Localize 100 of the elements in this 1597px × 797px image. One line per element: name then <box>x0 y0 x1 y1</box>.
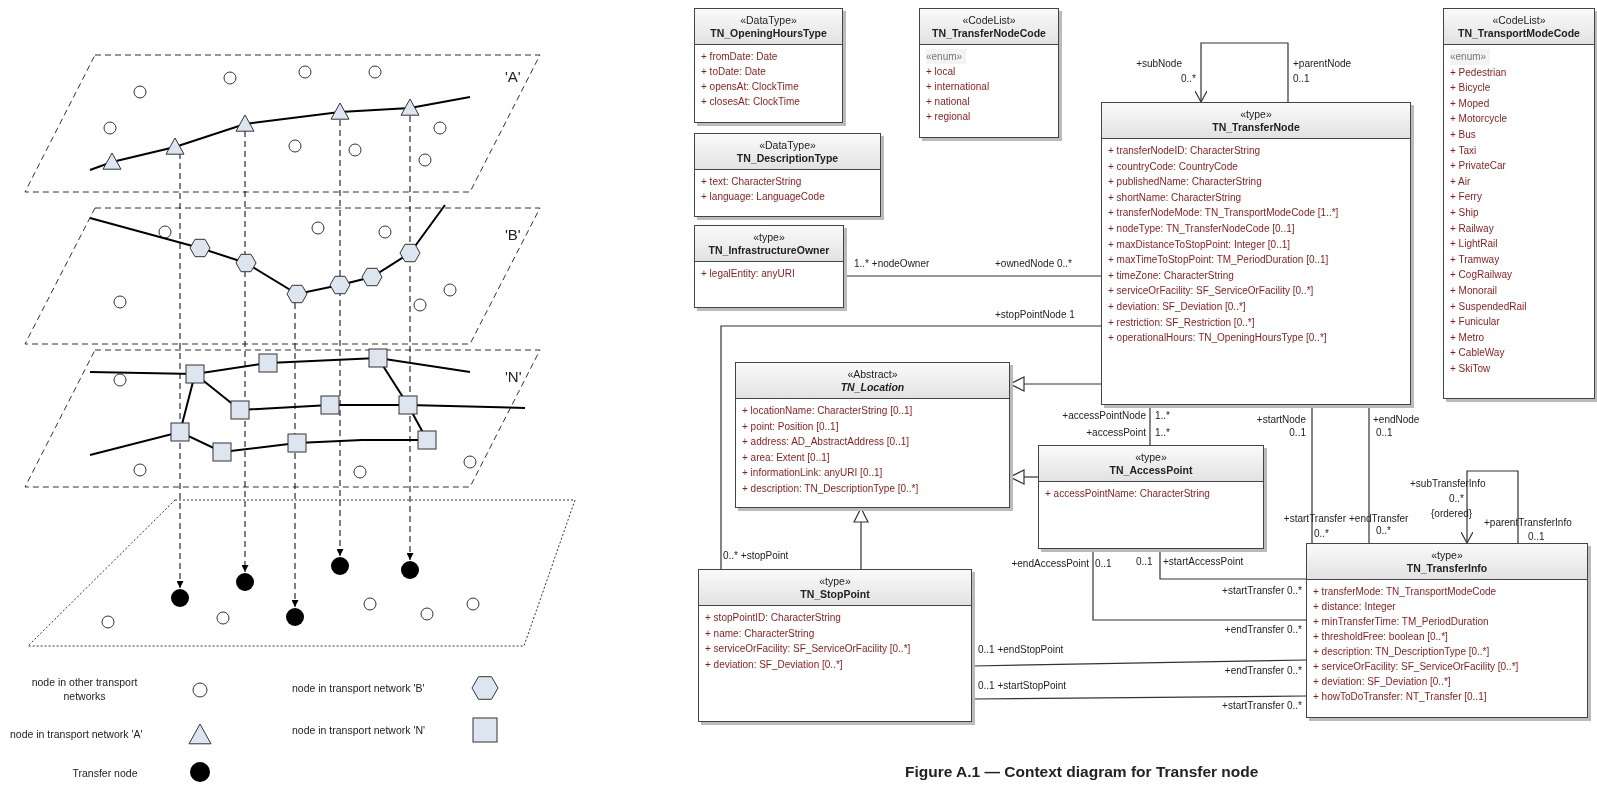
attribute-text: + Ferry <box>1450 190 1482 205</box>
attribute-text: + address: AD_AbstractAddress [0..1] <box>742 435 910 449</box>
class-name: TN_InfrastructureOwner <box>707 244 831 257</box>
role-label: +startTransfer 0..* <box>1222 585 1302 597</box>
role-label: {ordered} <box>1431 508 1473 520</box>
class-box <box>735 362 1010 508</box>
attribute-text: + regional <box>926 110 971 124</box>
class-name: TN_OpeningHoursType <box>709 27 828 40</box>
stereotype-label: «Abstract» <box>846 368 899 381</box>
role-label: +startAccessPoint <box>1163 556 1244 568</box>
role-label: +subTransferInfo <box>1410 478 1486 490</box>
class-box <box>694 8 843 123</box>
role-label: 0..1 <box>1136 556 1153 568</box>
layer-label: 'A' <box>505 68 521 85</box>
attribute-text: + informationLink: anyURI [0..1] <box>742 466 883 480</box>
attribute-text: + deviation: SF_Deviation [0..*] <box>1313 675 1451 689</box>
legend-text: node in transport network 'N' <box>292 723 426 737</box>
attribute-text: + serviceOrFacility: SF_ServiceOrFacility [0..*] <box>1313 660 1519 674</box>
association-arrow <box>1460 470 1519 544</box>
attribute-text: + Bus <box>1450 127 1476 142</box>
attribute-text: + Moped <box>1450 96 1490 111</box>
enum-label: «enum» <box>1450 49 1491 65</box>
class-name: TN_Location <box>839 381 906 394</box>
class-box <box>919 8 1059 138</box>
role-label: 0..* <box>1314 528 1329 540</box>
class-box <box>694 225 844 308</box>
attribute-text: + howToDoTransfer: NT_Transfer [0..1] <box>1313 690 1487 704</box>
role-label: 1..* <box>1155 410 1170 422</box>
attribute-text: + deviation: SF_Deviation [0..*] <box>705 657 843 672</box>
role-label: +startTransfer 0..* <box>1222 700 1302 712</box>
attribute-text: + Motorcycle <box>1450 112 1507 127</box>
attribute-text: + maxTimeToStopPoint: TM_PeriodDuration [0..1] <box>1108 253 1329 268</box>
attribute-text: + deviation: SF_Deviation [0..*] <box>1108 299 1246 314</box>
attribute-text: + Ship <box>1450 205 1479 220</box>
attribute-text: + transferNodeID: CharacterString <box>1108 144 1260 158</box>
attribute-text: + PrivateCar <box>1450 159 1506 174</box>
stereotype-label: «type» <box>1134 451 1168 464</box>
attribute-text: + Railway <box>1450 221 1494 236</box>
enum-label: «enum» <box>926 49 967 64</box>
role-label: 0..1 <box>1293 73 1310 85</box>
attribute-text: + toDate: Date <box>701 65 766 79</box>
attribute-text: + countryCode: CountryCode <box>1108 159 1238 174</box>
class-box <box>1306 543 1588 718</box>
attribute-text: + serviceOrFacility: SF_ServiceOrFacility [0..*] <box>1108 284 1314 299</box>
stereotype-label: «type» <box>818 575 852 588</box>
attribute-text: + timeZone: CharacterString <box>1108 268 1234 283</box>
attribute-text: + transferMode: TN_TransportModeCode <box>1313 585 1497 599</box>
attribute-text: + Taxi <box>1450 143 1477 158</box>
legend-text: node in other transport networks <box>30 675 139 703</box>
legend-text: node in transport network 'B' <box>292 681 426 695</box>
class-name: TN_AccessPoint <box>1108 464 1194 477</box>
attribute-text: + fromDate: Date <box>701 50 778 64</box>
attribute-text: + SuspendedRail <box>1450 299 1527 314</box>
attribute-text: + Air <box>1450 174 1471 189</box>
role-label: 0..* <box>1376 525 1391 537</box>
class-name: TN_DescriptionType <box>735 152 840 165</box>
attribute-text: + stopPointID: CharacterString <box>705 611 841 625</box>
stereotype-label: «DataType» <box>739 14 798 27</box>
attribute-text: + SkiTow <box>1450 361 1491 376</box>
class-name: TN_TransferNode <box>1211 121 1301 134</box>
role-label: +ownedNode 0..* <box>995 258 1072 270</box>
role-label: +endTransfer <box>1349 513 1409 525</box>
attribute-text: + locationName: CharacterString [0..1] <box>742 404 913 418</box>
role-label: +accessPoint <box>1086 427 1146 439</box>
layer-label: 'B' <box>505 226 521 243</box>
attribute-text: + nodeType: TN_TransferNodeCode [0..1] <box>1108 221 1295 236</box>
association-arrow <box>1194 42 1289 103</box>
attribute-text: + Funicular <box>1450 315 1500 330</box>
stereotype-label: «CodeList» <box>1491 14 1547 27</box>
role-label: 1..* +nodeOwner <box>854 258 930 270</box>
attribute-text: + legalEntity: anyURI <box>701 267 795 281</box>
attribute-text: + transferNodeMode: TN_TransportModeCode [1..*] <box>1108 206 1339 221</box>
class-name: TN_TransportModeCode <box>1457 27 1581 40</box>
stereotype-label: «CodeList» <box>961 14 1017 27</box>
layer-label: 'N' <box>505 368 522 385</box>
attribute-text: + CableWay <box>1450 346 1505 361</box>
role-label: 0..* +stopPoint <box>723 550 789 562</box>
attribute-text: + description: TN_DescriptionType [0..*] <box>742 481 919 496</box>
attribute-text: + operationalHours: TN_OpeningHoursType [0..*] <box>1108 331 1327 346</box>
attribute-text: + accessPointName: CharacterString <box>1045 487 1210 501</box>
role-label: +startTransfer <box>1283 513 1346 525</box>
stereotype-label: «DataType» <box>758 139 817 152</box>
attribute-text: + CogRailway <box>1450 268 1512 283</box>
attribute-text: + Pedestrian <box>1450 65 1507 80</box>
attribute-text: + minTransferTime: TM_PeriodDuration <box>1313 615 1489 629</box>
class-box <box>698 569 972 722</box>
attribute-text: + maxDistanceToStopPoint: Integer [0..1] <box>1108 237 1291 252</box>
attribute-text: + Monorail <box>1450 283 1497 298</box>
attribute-text: + text: CharacterString <box>701 175 802 189</box>
attribute-text: + closesAt: ClockTime <box>701 95 800 109</box>
figure-caption: Figure A.1 — Context diagram for Transfer node <box>905 763 1259 781</box>
role-label: 0..* <box>1181 73 1196 85</box>
attribute-text: + national <box>926 95 970 109</box>
class-box <box>1038 445 1264 549</box>
role-label: +endTransfer 0..* <box>1224 624 1302 636</box>
class-name: TN_TransferNodeCode <box>931 27 1047 40</box>
role-label: +startNode <box>1256 414 1306 426</box>
role-label: 0..1 <box>1095 558 1112 570</box>
attribute-text: + distance: Integer <box>1313 600 1396 614</box>
attribute-text: + local <box>926 65 956 79</box>
